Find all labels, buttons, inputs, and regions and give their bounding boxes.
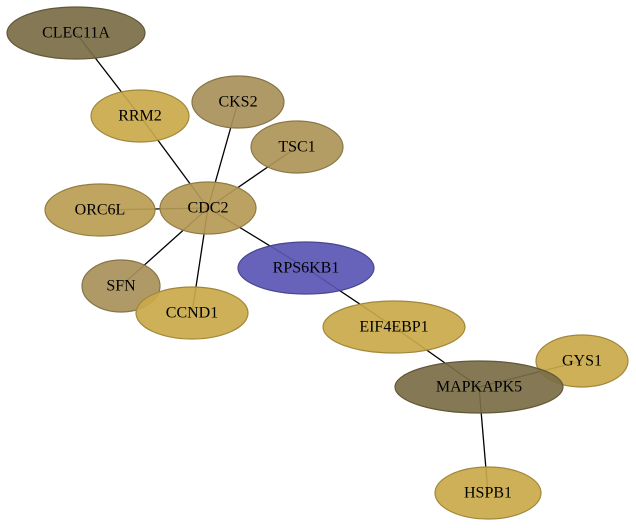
node-eif4ebp1[interactable]: EIF4EBP1: [322, 300, 466, 354]
node-ellipse-ccnd1: [135, 286, 249, 340]
node-ccnd1[interactable]: CCND1: [135, 286, 249, 340]
node-ellipse-mapkapk5: [394, 360, 564, 414]
node-rrm2[interactable]: RRM2: [90, 89, 190, 143]
node-ellipse-sfn: [81, 259, 161, 313]
node-ellipse-cdc2: [159, 181, 257, 235]
node-label-tsc1: TSC1: [278, 139, 315, 156]
node-label-rps6kb1: RPS6KB1: [273, 260, 340, 277]
node-ellipse-eif4ebp1: [322, 300, 466, 354]
node-label-hspb1: HSPB1: [464, 485, 512, 502]
node-ellipse-rrm2: [90, 89, 190, 143]
node-mapkapk5[interactable]: MAPKAPK5: [394, 360, 564, 414]
node-tsc1[interactable]: TSC1: [250, 120, 344, 174]
node-label-cdc2: CDC2: [188, 200, 229, 217]
node-label-eif4ebp1: EIF4EBP1: [359, 319, 428, 336]
node-label-mapkapk5: MAPKAPK5: [436, 379, 522, 396]
node-hspb1[interactable]: HSPB1: [434, 466, 542, 520]
node-sfn[interactable]: SFN: [81, 259, 161, 313]
node-cks2[interactable]: CKS2: [191, 75, 285, 129]
node-label-sfn: SFN: [106, 278, 136, 295]
node-ellipse-tsc1: [250, 120, 344, 174]
node-label-rrm2: RRM2: [118, 108, 162, 125]
node-ellipse-hspb1: [434, 466, 542, 520]
node-ellipse-clec11a: [6, 6, 146, 60]
node-ellipse-gys1: [535, 334, 629, 388]
node-cdc2[interactable]: CDC2: [159, 181, 257, 235]
node-label-clec11a: CLEC11A: [42, 25, 110, 42]
node-clec11a[interactable]: CLEC11A: [6, 6, 146, 60]
node-rps6kb1[interactable]: RPS6KB1: [237, 241, 375, 295]
node-gys1[interactable]: GYS1: [535, 334, 629, 388]
node-ellipse-rps6kb1: [237, 241, 375, 295]
node-orc6l[interactable]: ORC6L: [44, 183, 156, 237]
node-label-ccnd1: CCND1: [166, 305, 218, 322]
node-label-orc6l: ORC6L: [75, 202, 126, 219]
node-ellipse-orc6l: [44, 183, 156, 237]
node-label-gys1: GYS1: [562, 353, 602, 370]
node-label-cks2: CKS2: [218, 94, 257, 111]
node-ellipse-cks2: [191, 75, 285, 129]
